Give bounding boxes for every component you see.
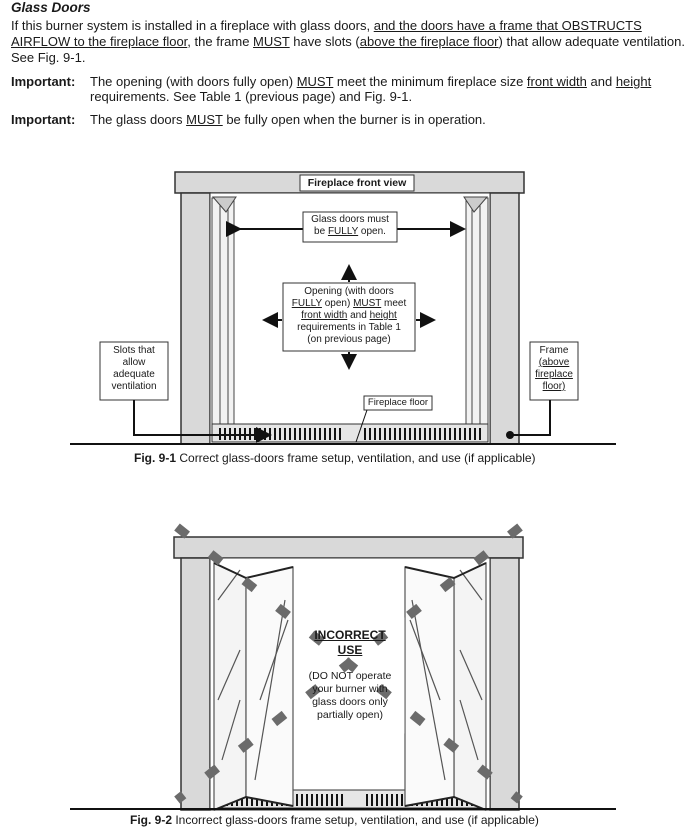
left-column <box>180 192 211 445</box>
right-partial-door <box>404 562 487 811</box>
slots-callout: Slots that allow adequate ventilation <box>111 345 157 392</box>
fig1-caption: Fig. 9-1 Correct glass-doors frame setup… <box>134 451 536 465</box>
doors-open-note: Glass doors must be FULLY open. <box>311 214 389 237</box>
opening-note: Opening (with doors FULLY open) MUST mee… <box>291 286 407 345</box>
intro-paragraph: If this burner system is installed in a … <box>11 18 685 65</box>
fig1-title: Fireplace front view <box>307 177 407 189</box>
important-text: The opening (with doors fully open) MUST… <box>90 74 652 104</box>
important-text: The glass doors MUST be fully open when … <box>90 112 486 127</box>
incorrect-use-label: INCORRECT USE <box>314 628 386 657</box>
important-label: Important: <box>11 112 76 127</box>
incorrect-note: (DO NOT operate your burner with glass d… <box>308 670 392 721</box>
frame-callout: Frame (above fireplace floor) <box>535 345 573 392</box>
left-partial-door <box>213 562 294 811</box>
fig2-caption: Fig. 9-2 Incorrect glass-doors frame set… <box>130 813 539 827</box>
x-slash-2 <box>174 523 523 804</box>
section-heading: Glass Doors <box>11 0 91 15</box>
fireplace-floor-label: Fireplace floor <box>367 397 429 408</box>
right-column <box>489 192 520 445</box>
important-label: Important: <box>11 74 76 89</box>
